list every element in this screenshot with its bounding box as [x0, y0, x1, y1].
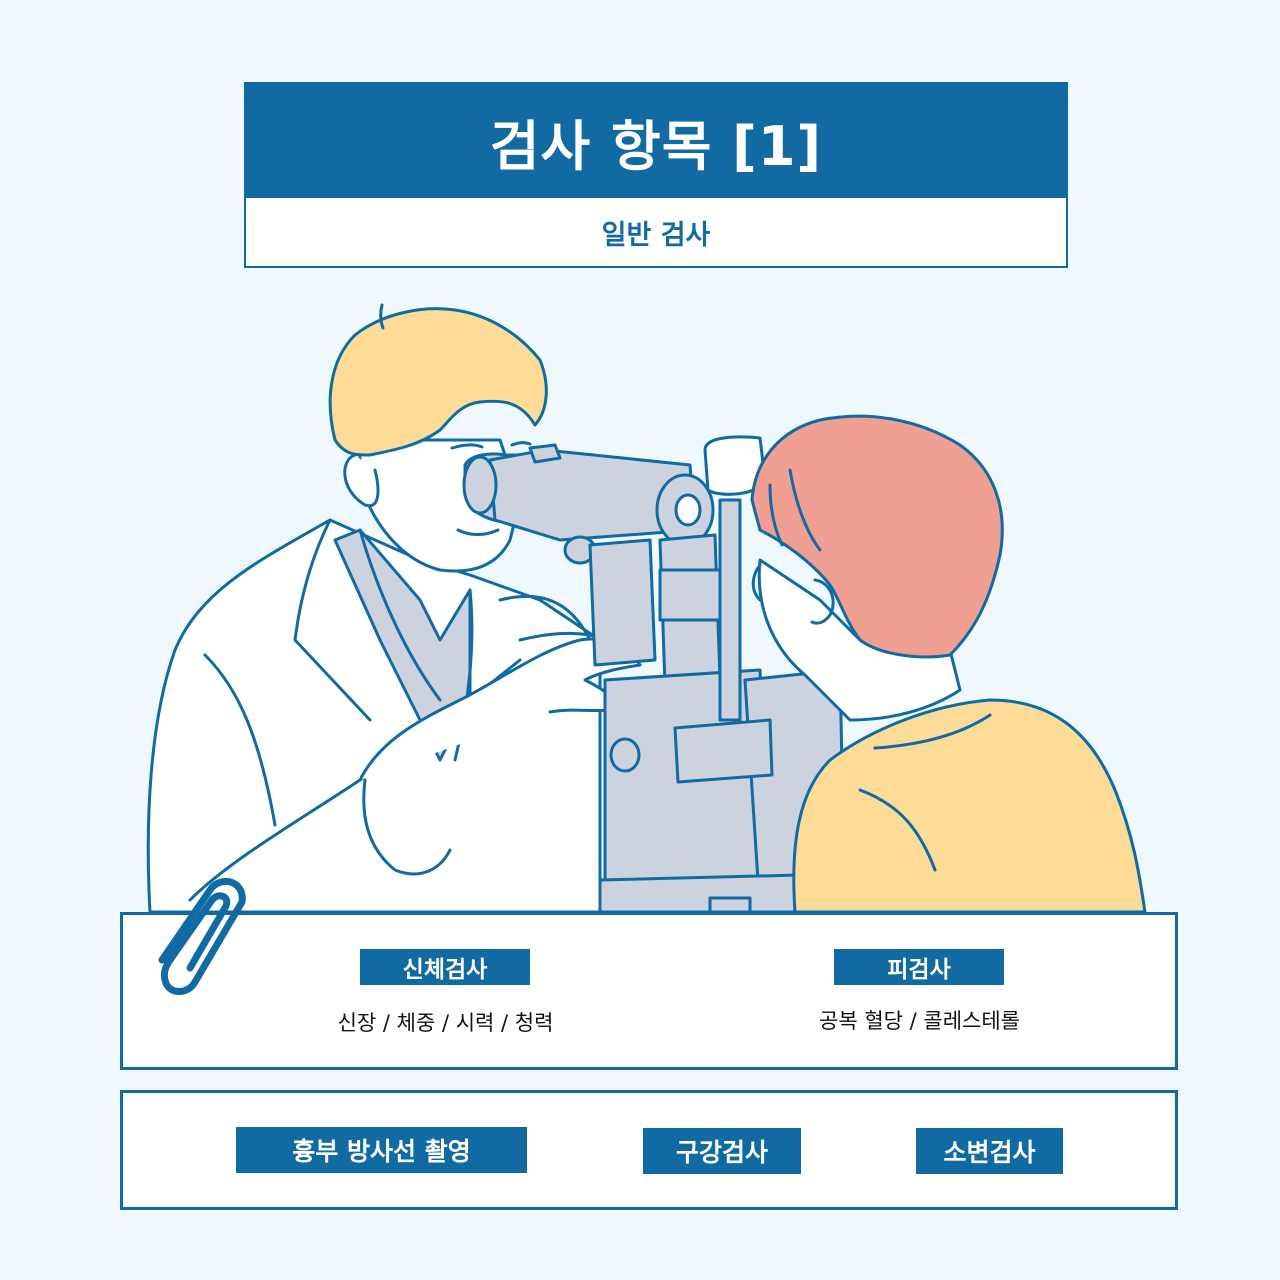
exam-panel-secondary: 흉부 방사선 촬영 구강검사 소변검사: [120, 1090, 1178, 1210]
slit-lamp-machine: [462, 435, 847, 914]
extra-test-tag-oral-exam: 구강검사: [643, 1128, 801, 1174]
blood-test-tag: 피검사: [834, 949, 1004, 985]
doctor-figure: [146, 303, 642, 914]
extra-test-tag-chest-xray: 흉부 방사선 촬영: [236, 1127, 527, 1173]
page-subtitle: 일반 검사: [601, 219, 711, 251]
patient-figure: [750, 414, 1147, 914]
extra-test-tag-urine-test: 소변검사: [916, 1128, 1063, 1174]
page-title: 검사 항목 [1]: [489, 114, 823, 178]
exam-panel-primary: 신체검사 신장 / 체중 / 시력 / 청력 피검사 공복 혈당 / 콜레스테롤: [120, 912, 1178, 1070]
subtitle-row: 일반 검사: [246, 198, 1066, 266]
eye-exam-illustration: [146, 303, 1147, 914]
body-exam-detail: 신장 / 체중 / 시력 / 청력: [337, 1011, 554, 1035]
body-exam-tag: 신체검사: [360, 949, 530, 985]
blood-test-detail: 공복 혈당 / 콜레스테롤: [819, 1009, 1020, 1033]
title-card: 검사 항목 [1] 일반 검사: [244, 82, 1068, 268]
paperclip-icon: [158, 878, 246, 995]
title-bar: 검사 항목 [1]: [246, 84, 1066, 198]
